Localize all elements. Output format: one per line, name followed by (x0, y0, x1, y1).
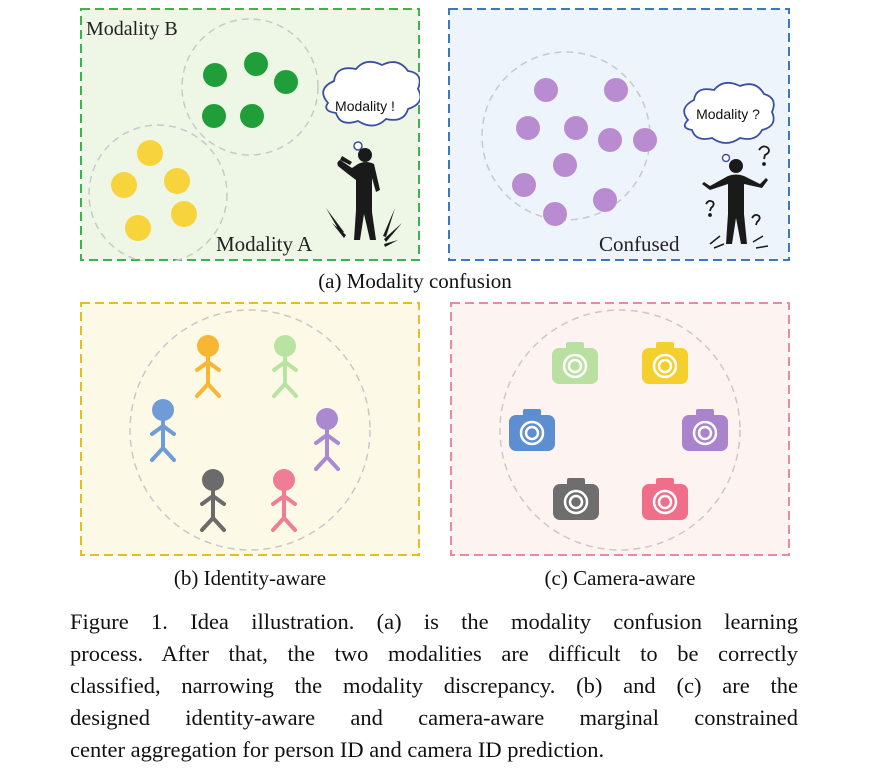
question-marks (705, 145, 770, 249)
stick-figure-icon (272, 335, 298, 398)
green-dot (244, 52, 268, 76)
caption-c: (c) Camera-aware (544, 566, 696, 590)
yellow-dot (111, 172, 137, 198)
panel-border (450, 302, 790, 556)
stick-figures (150, 335, 340, 532)
shrugging-person-icon (702, 159, 768, 244)
panel-camera-aware (450, 302, 790, 556)
modality-a-label: Modality A (216, 232, 313, 256)
green-dot (203, 63, 227, 87)
panel-camera-graphic (450, 302, 790, 556)
yellow-dot (171, 201, 197, 227)
modality-b-dots (202, 52, 298, 128)
purple-dot (512, 173, 536, 197)
caption-line: center aggregation for person ID and cam… (70, 737, 605, 762)
modality-b-label: Modality B (86, 18, 178, 40)
camera-icon (642, 342, 688, 384)
caption-line: process. After that, the two modalities … (70, 641, 798, 666)
confused-label: Confused (599, 232, 680, 256)
purple-dot (543, 202, 567, 226)
camera-icon (552, 342, 598, 384)
thought-bubble-icon: Modality ? (683, 81, 775, 163)
stick-figure-icon (150, 399, 176, 462)
camera-icon (509, 409, 555, 451)
caption-line: Figure 1. Idea illustration. (a) is the … (70, 609, 798, 634)
purple-dot (534, 78, 558, 102)
bubble-text: Modality ! (335, 98, 395, 114)
caption-a: (a) Modality confusion (318, 269, 512, 293)
panel-confused-graphic: Modality ? Confused (448, 8, 790, 261)
purple-dot (564, 116, 588, 140)
panel-identity-graphic (80, 302, 420, 556)
purple-dot (593, 188, 617, 212)
yellow-dot (125, 215, 151, 241)
purple-dot (516, 116, 540, 140)
stick-figure-icon (195, 335, 221, 398)
purple-dot (598, 128, 622, 152)
thought-bubble-icon: Modality ! (322, 60, 422, 160)
panel-identity-aware (80, 302, 420, 556)
figure-caption: Figure 1. Idea illustration. (a) is the … (70, 606, 798, 766)
cluster-circle-b (181, 18, 319, 156)
cameras (509, 342, 728, 520)
center-circle (129, 309, 371, 551)
caption-line: designed identity-aware and camera-aware… (70, 705, 798, 730)
stick-figure-icon (200, 469, 226, 532)
mixed-dots (512, 78, 657, 226)
yellow-dot (137, 140, 163, 166)
stick-figure-icon (314, 408, 340, 471)
camera-icon (642, 478, 688, 520)
green-dot (202, 104, 226, 128)
camera-icon (553, 478, 599, 520)
purple-dot (633, 128, 657, 152)
camera-icon (682, 409, 728, 451)
purple-dot (604, 78, 628, 102)
modality-a-dots (111, 140, 197, 241)
yellow-dot (164, 168, 190, 194)
green-dot (274, 70, 298, 94)
caption-line: classified, narrowing the modality discr… (70, 673, 798, 698)
panel-border (80, 302, 420, 556)
bubble-text: Modality ? (696, 106, 760, 122)
panel-modality-ab-graphic: Modality ! Modality B Modality A (80, 8, 422, 264)
center-circle (499, 309, 741, 551)
panel-confused: Modality ? Confused (448, 8, 790, 261)
stick-figure-icon (271, 469, 297, 532)
thinking-person-icon (326, 148, 402, 247)
green-dot (240, 104, 264, 128)
panel-modality-ab: Modality ! Modality B Modality A (80, 8, 422, 264)
caption-b: (b) Identity-aware (173, 566, 327, 590)
purple-dot (553, 153, 577, 177)
